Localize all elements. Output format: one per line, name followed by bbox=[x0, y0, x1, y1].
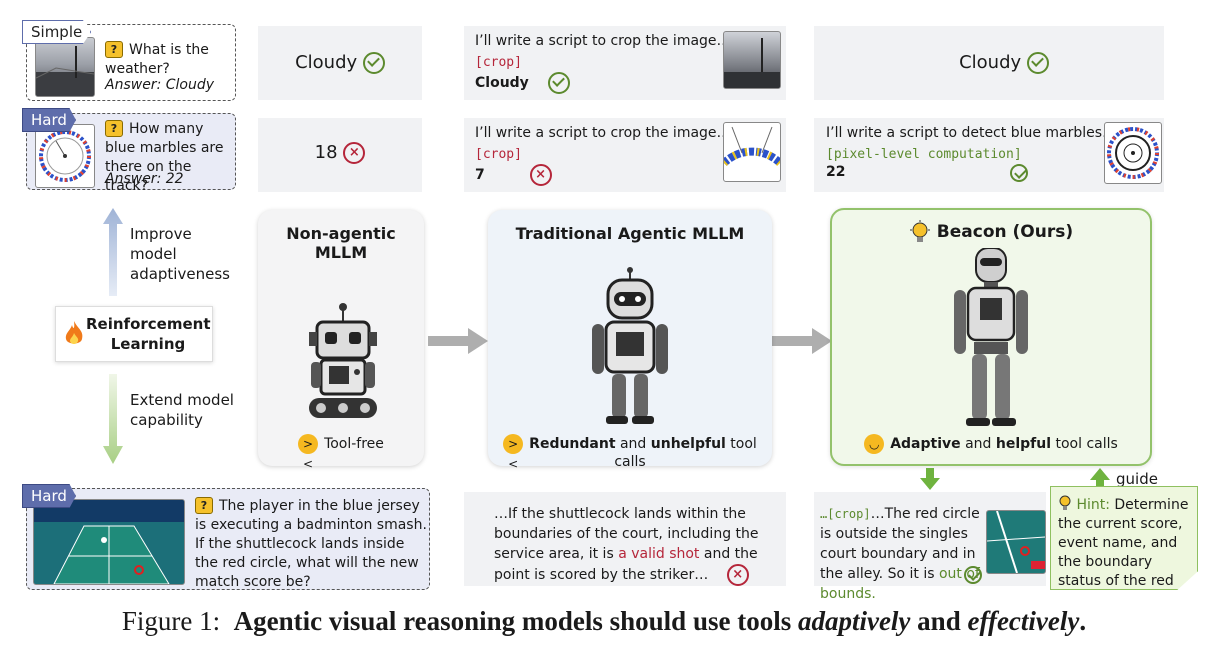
hard-tag-1: Hard bbox=[22, 108, 76, 132]
hint-note: Hint: Determine the current score, event… bbox=[1050, 486, 1198, 590]
frustrated-face-icon: >< bbox=[298, 434, 319, 471]
rl-title: Reinforcement Learning bbox=[86, 315, 211, 353]
non-agentic-hard-response: 18 × bbox=[258, 118, 422, 192]
simple-tag: Simple bbox=[22, 20, 92, 44]
wrong-icon: × bbox=[529, 164, 552, 186]
tracked-robot-icon bbox=[303, 302, 383, 422]
weather-photo-thumbnail bbox=[35, 37, 95, 97]
beacon-title-row: Beacon (Ours) bbox=[832, 220, 1150, 244]
beacon-caption: ◡Adaptive and helpful tool calls bbox=[832, 434, 1150, 454]
cropped-marble-thumbnail bbox=[723, 122, 781, 182]
hard-tag-2: Hard bbox=[22, 484, 76, 508]
traditional-panel: Traditional Agentic MLLM ><Redundant and… bbox=[488, 210, 772, 471]
smiling-face-icon: ◡ bbox=[864, 434, 885, 454]
question-icon: ? bbox=[105, 41, 123, 58]
simple-question-box: ?What is the weather? Answer: Cloudy bbox=[26, 24, 236, 101]
traditional-bottom-response: …If the shuttlecock lands within the bou… bbox=[464, 492, 786, 586]
hard-answer-marbles: Answer: 22 bbox=[105, 171, 184, 187]
advanced-humanoid-robot-icon bbox=[946, 247, 1036, 428]
cropped-court-thumbnail bbox=[986, 510, 1046, 574]
hard-question-marbles: ?How many blue marbles are there on the … bbox=[105, 120, 224, 194]
non-agentic-simple-answer: Cloudy bbox=[295, 52, 358, 73]
non-agentic-panel: Non-agentic MLLM ><Tool-free bbox=[258, 210, 424, 471]
lightbulb-icon bbox=[1058, 495, 1072, 511]
non-agentic-title: Non-agentic MLLM bbox=[286, 224, 396, 262]
beacon-hard-answer: 22 bbox=[826, 164, 846, 180]
traditional-simple-answer: Cloudy bbox=[475, 75, 529, 91]
correct-icon bbox=[1010, 163, 1028, 182]
beacon-simple-response: Cloudy bbox=[814, 26, 1164, 100]
beacon-hard-response: I’ll write a script to detect blue marbl… bbox=[814, 118, 1164, 192]
lightbulb-icon bbox=[909, 220, 931, 244]
beacon-hard-intro: I’ll write a script to detect blue marbl… bbox=[826, 125, 1117, 141]
guide-label: guide bbox=[1116, 470, 1158, 488]
question-icon: ? bbox=[105, 120, 123, 137]
traditional-title: Traditional Agentic MLLM bbox=[515, 224, 745, 243]
badminton-photo-thumbnail bbox=[33, 499, 185, 585]
question-icon: ? bbox=[195, 497, 213, 514]
frustrated-face-icon: >< bbox=[503, 434, 524, 471]
humanoid-robot-icon bbox=[586, 266, 674, 426]
guide-up-arrow bbox=[1090, 468, 1110, 490]
traditional-simple-tool: [crop] bbox=[475, 55, 522, 70]
beacon-simple-answer: Cloudy bbox=[959, 52, 1022, 73]
hint-text: Hint: Determine the current score, event… bbox=[1058, 495, 1189, 608]
correct-icon bbox=[547, 72, 570, 94]
extend-label: Extend model capability bbox=[130, 391, 234, 429]
hard-question-box-marbles: ?How many blue marbles are there on the … bbox=[26, 113, 236, 194]
correct-icon bbox=[964, 565, 982, 584]
marble-track-analysis-thumbnail bbox=[1104, 122, 1162, 184]
rl-box: Reinforcement Learning bbox=[55, 306, 213, 362]
traditional-hard-intro: I’ll write a script to crop the image… bbox=[475, 125, 731, 141]
traditional-bottom-text: …If the shuttlecock lands within the bou… bbox=[494, 504, 764, 586]
cropped-weather-thumbnail bbox=[723, 31, 781, 89]
beacon-bottom-response: …[crop]…The red circle is outside the si… bbox=[814, 492, 1046, 602]
traditional-hard-answer: 7 bbox=[475, 167, 485, 183]
beacon-down-arrow bbox=[920, 468, 940, 490]
non-agentic-caption: ><Tool-free bbox=[258, 434, 424, 471]
traditional-hard-tool: [crop] bbox=[475, 147, 522, 162]
beacon-hard-tool: [pixel-level computation] bbox=[826, 147, 1022, 162]
extend-arrow bbox=[103, 374, 123, 464]
non-agentic-hard-answer: 18 bbox=[314, 142, 338, 163]
traditional-simple-intro: I’ll write a script to crop the image… bbox=[475, 33, 731, 49]
wrong-icon: × bbox=[726, 564, 749, 586]
hard-question-box-badminton: ?The player in the blue jersey is execut… bbox=[26, 488, 430, 590]
wrong-icon: × bbox=[343, 142, 366, 164]
progress-arrow-2 bbox=[772, 328, 832, 354]
improve-arrow bbox=[103, 208, 123, 296]
traditional-hard-response: I’ll write a script to crop the image… [… bbox=[464, 118, 786, 192]
traditional-simple-response: I’ll write a script to crop the image… [… bbox=[464, 26, 786, 100]
simple-question: ?What is the weather? bbox=[105, 41, 209, 77]
simple-answer: Answer: Cloudy bbox=[105, 77, 215, 93]
improve-label: Improve model adaptiveness bbox=[130, 225, 230, 283]
traditional-caption: ><Redundant and unhelpful tool calls bbox=[488, 434, 772, 471]
correct-icon bbox=[362, 52, 385, 74]
hard-question-badminton: ?The player in the blue jersey is execut… bbox=[195, 497, 427, 590]
beacon-panel: Beacon (Ours) ◡Adaptive and helpful tool… bbox=[830, 208, 1152, 466]
fire-icon bbox=[64, 321, 84, 347]
non-agentic-simple-response: Cloudy bbox=[258, 26, 422, 100]
correct-icon bbox=[1026, 52, 1049, 74]
progress-arrow-1 bbox=[428, 328, 488, 354]
marble-track-thumbnail bbox=[35, 124, 95, 188]
beacon-bottom-text: …[crop]…The red circle is outside the si… bbox=[820, 506, 980, 602]
figure-caption: Figure 1: Agentic visual reasoning model… bbox=[121, 606, 1087, 636]
